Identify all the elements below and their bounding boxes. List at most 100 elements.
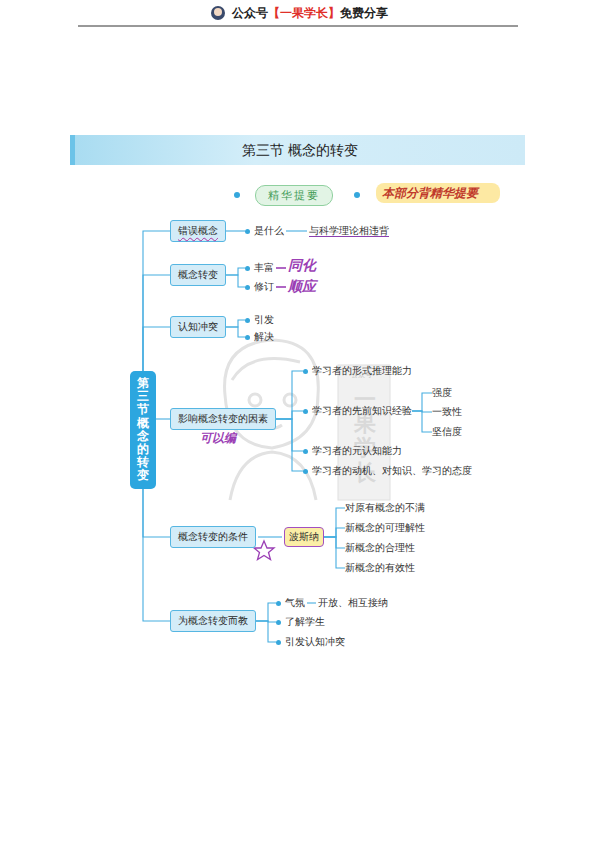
leaf-item: 修订 bbox=[245, 280, 274, 294]
node-text: 学习者的形式推理能力 bbox=[312, 365, 412, 376]
node-text: 精华提要 bbox=[268, 189, 320, 202]
connector bbox=[412, 393, 432, 411]
node-text: 学习者的动机、对知识、学习的态度 bbox=[312, 465, 472, 476]
connector bbox=[256, 603, 276, 621]
pill-dot bbox=[354, 192, 360, 198]
node-text: 顺应 bbox=[288, 278, 316, 294]
connector bbox=[276, 287, 286, 288]
node-text: 新概念的可理解性 bbox=[345, 522, 425, 533]
leaf-text: 一致性 bbox=[432, 405, 462, 419]
connector bbox=[276, 268, 286, 269]
leaf-item: 学习者的先前知识经验 bbox=[303, 404, 412, 418]
node-text: 错误概念 bbox=[178, 225, 218, 236]
branch-box: 为概念转变而教 bbox=[170, 610, 256, 632]
connector-line bbox=[412, 393, 432, 411]
leaf-text: 强度 bbox=[432, 386, 452, 400]
leaf-text: 与科学理论相违背 bbox=[309, 224, 389, 238]
node-text: 对原有概念的不满 bbox=[345, 502, 425, 513]
connector bbox=[286, 231, 307, 232]
leaf-text: 新概念的合理性 bbox=[345, 541, 415, 555]
connector-line bbox=[286, 230, 307, 231]
node-text: 气氛 bbox=[285, 597, 305, 608]
connector bbox=[276, 371, 303, 419]
leaf-item: 丰富 bbox=[245, 261, 274, 275]
connector bbox=[324, 537, 345, 548]
connector bbox=[276, 411, 303, 419]
connector-line bbox=[143, 489, 170, 622]
connector bbox=[156, 419, 170, 420]
connector bbox=[143, 275, 170, 371]
connector bbox=[412, 411, 432, 432]
connector bbox=[324, 537, 345, 568]
leaf-item: 是什么 bbox=[245, 224, 284, 238]
branch-box: 认知冲突 bbox=[170, 316, 226, 338]
connector bbox=[143, 489, 170, 622]
connector bbox=[324, 508, 345, 537]
pill-dot bbox=[234, 192, 240, 198]
connector-line bbox=[256, 603, 276, 621]
star-doodle bbox=[254, 541, 274, 560]
node-text: 认知冲突 bbox=[178, 321, 218, 332]
connector bbox=[143, 327, 170, 371]
node-text: 了解学生 bbox=[285, 616, 325, 627]
connector-line bbox=[324, 537, 345, 568]
watermark-panel bbox=[338, 365, 390, 500]
connector-line bbox=[324, 508, 345, 537]
node-text: 与科学理论相违背 bbox=[309, 225, 389, 236]
leaf-item: 学习者的形式推理能力 bbox=[303, 364, 412, 378]
node-text: 解决 bbox=[254, 331, 274, 342]
connector-line bbox=[258, 536, 282, 537]
leaf-text: 对原有概念的不满 bbox=[345, 501, 425, 515]
connector-line bbox=[324, 537, 345, 548]
node-text: 影响概念转变的因素 bbox=[178, 413, 268, 424]
connector bbox=[143, 231, 170, 371]
connector-line bbox=[276, 419, 303, 451]
leaf-item: 解决 bbox=[245, 330, 274, 344]
node-text: 波斯纳 bbox=[289, 531, 319, 542]
connector-line bbox=[156, 418, 170, 419]
connector-line bbox=[143, 489, 170, 538]
node-text: 概念转变 bbox=[178, 269, 218, 280]
node-text: 引发 bbox=[254, 314, 274, 325]
leaf-text: 新概念的有效性 bbox=[345, 561, 415, 575]
leaf-item: 学习者的元认知能力 bbox=[303, 444, 402, 458]
connector bbox=[324, 528, 345, 537]
node-text: 开放、相互接纳 bbox=[318, 597, 388, 608]
connector-line bbox=[276, 419, 303, 471]
root-box: 第三节 概念的转变 bbox=[130, 371, 156, 489]
connector bbox=[226, 320, 245, 327]
node-text: 学习者的先前知识经验 bbox=[312, 405, 412, 416]
connector-line bbox=[307, 602, 316, 603]
connector-line bbox=[256, 621, 276, 642]
branch-box: 错误概念 bbox=[170, 220, 226, 242]
connector-line bbox=[226, 230, 245, 231]
connector-line bbox=[276, 411, 303, 419]
node-text: 学习者的元认知能力 bbox=[312, 445, 402, 456]
connector bbox=[276, 419, 303, 451]
connector bbox=[276, 419, 303, 471]
connector-line bbox=[143, 327, 170, 371]
leaf-text: 坚信度 bbox=[432, 425, 462, 439]
connector bbox=[256, 621, 276, 642]
note-text: 本部分背精华提要 bbox=[382, 185, 478, 202]
node-text: 概念转变的条件 bbox=[178, 531, 248, 542]
header-text: 公众号 bbox=[232, 6, 268, 20]
highlight-box: 波斯纳 bbox=[284, 527, 324, 547]
branch-box: 概念转变 bbox=[170, 264, 226, 286]
connector-line bbox=[276, 267, 286, 269]
connector bbox=[307, 603, 316, 604]
header: 公众号【一果学长】免费分享 bbox=[0, 5, 596, 22]
leaf-text: 开放、相互接纳 bbox=[318, 596, 388, 610]
connector-line bbox=[226, 327, 245, 337]
node-text: 为概念转变而教 bbox=[178, 615, 248, 626]
connector-line bbox=[324, 528, 345, 537]
handwritten-node: 顺应 bbox=[288, 278, 316, 296]
branch-box: 概念转变的条件 bbox=[170, 526, 256, 548]
connector bbox=[226, 275, 245, 287]
leaf-text: 新概念的可理解性 bbox=[345, 521, 425, 535]
connector-line bbox=[143, 231, 170, 371]
node-text: 新概念的合理性 bbox=[345, 542, 415, 553]
connector-line bbox=[226, 268, 245, 275]
header-text: 免费分享 bbox=[340, 6, 388, 20]
